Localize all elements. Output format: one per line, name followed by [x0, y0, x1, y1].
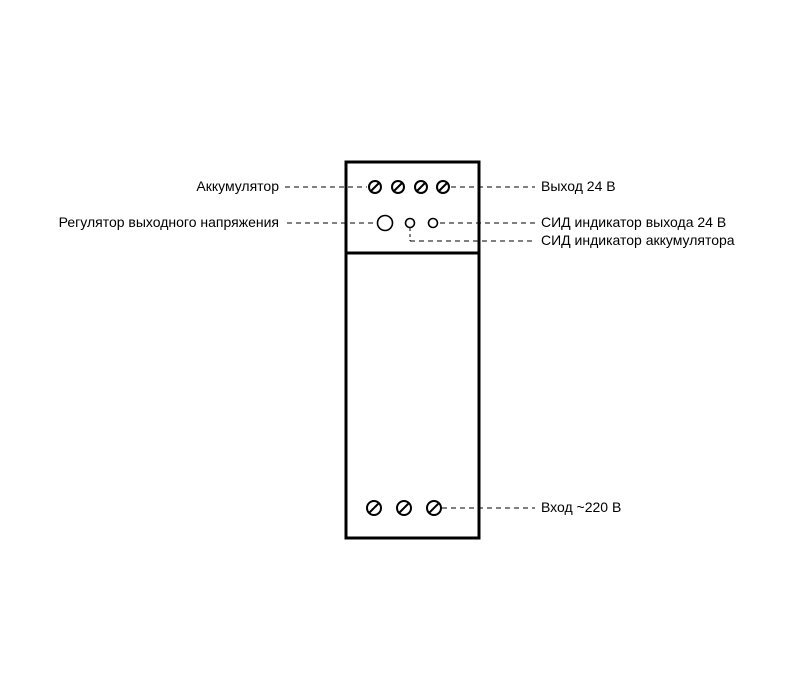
label-voltage-regulator: Регулятор выходного напряжения: [59, 214, 279, 230]
input-screw-1: [366, 500, 382, 516]
label-led-accumulator: СИД индикатор аккумулятора: [541, 232, 735, 248]
input-screw-2: [396, 500, 412, 516]
label-output-24v: Выход 24 В: [541, 178, 616, 194]
voltage-regulator-knob: [376, 214, 394, 232]
led-output-indicator: [427, 217, 439, 229]
output-terminal-block: [368, 180, 450, 194]
device-housing: [344, 160, 481, 540]
screw-terminal-2: [391, 180, 405, 194]
screw-terminal-3: [414, 180, 428, 194]
input-screw-3: [426, 500, 442, 516]
label-input-220v: Вход ~220 В: [541, 499, 621, 515]
label-led-output: СИД индикатор выхода 24 В: [541, 214, 726, 230]
label-accumulator: Аккумулятор: [196, 178, 279, 194]
screw-terminal-4: [436, 180, 450, 194]
led-accumulator-indicator: [404, 217, 416, 229]
screw-terminal-1: [368, 180, 382, 194]
input-terminal-block: [366, 500, 442, 516]
